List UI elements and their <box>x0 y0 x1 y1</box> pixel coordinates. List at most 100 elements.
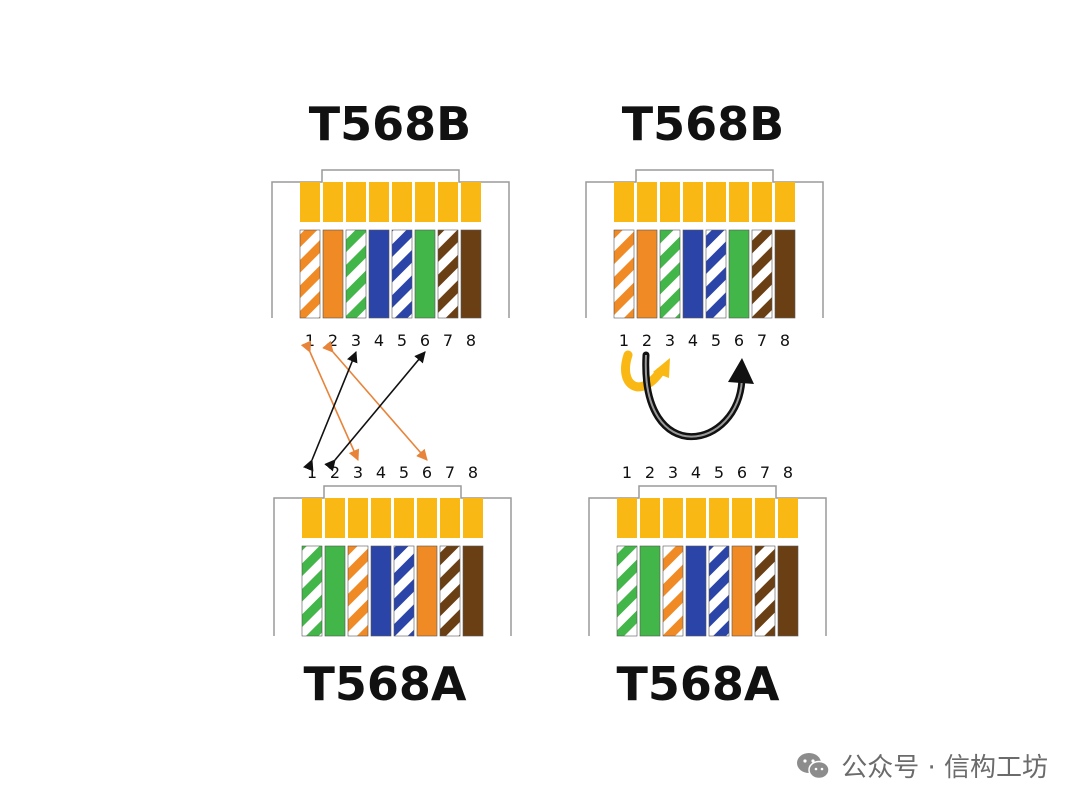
wire-brown <box>777 545 799 637</box>
pin-number: 3 <box>353 463 363 482</box>
wire-white-blue <box>705 229 727 319</box>
wire-blue <box>685 545 707 637</box>
gold-contact <box>729 182 749 222</box>
wire-green <box>728 229 750 319</box>
gold-contact <box>302 498 322 538</box>
gold-contact <box>348 498 368 538</box>
connector-outline <box>588 485 827 636</box>
wire-white-green <box>345 229 367 319</box>
connector-outline <box>271 169 510 318</box>
gold-contact <box>706 182 726 222</box>
wire-white-orange <box>299 229 321 319</box>
crossover-links <box>300 340 428 472</box>
wire-green <box>324 545 346 637</box>
gold-contact <box>417 498 437 538</box>
pin-number: 5 <box>711 331 721 350</box>
connector-outline <box>585 169 824 318</box>
gold-contact <box>732 498 752 538</box>
gold-contact <box>323 182 343 222</box>
gold-contact <box>300 182 320 222</box>
pin-number: 8 <box>783 463 793 482</box>
swap-arrow-yellow-head <box>653 358 670 378</box>
wire-blue <box>682 229 704 319</box>
pin-number: 7 <box>760 463 770 482</box>
wechat-icon <box>797 752 830 779</box>
pin-number: 2 <box>642 331 652 350</box>
wire-orange <box>416 545 438 637</box>
gold-contact <box>709 498 729 538</box>
pin-number: 4 <box>374 331 384 350</box>
pin-number: 6 <box>422 463 432 482</box>
wire-orange <box>322 229 344 319</box>
pin-number: 1 <box>622 463 632 482</box>
pin-number: 5 <box>714 463 724 482</box>
pin-number: 4 <box>688 331 698 350</box>
pin-number: 6 <box>734 331 744 350</box>
gold-contact <box>686 498 706 538</box>
wire-white-orange <box>662 545 684 637</box>
pin-number: 1 <box>619 331 629 350</box>
wire-white-blue <box>708 545 730 637</box>
gold-contact <box>660 182 680 222</box>
pin-number: 4 <box>691 463 701 482</box>
wire-brown <box>774 229 796 319</box>
wire-white-green <box>616 545 638 637</box>
gold-contact <box>637 182 657 222</box>
pin-number: 1 <box>307 463 317 482</box>
wire-blue <box>370 545 392 637</box>
pin-number: 2 <box>328 331 338 350</box>
title-bottom-left: T568A <box>304 657 467 711</box>
gold-contact <box>369 182 389 222</box>
gold-contact <box>371 498 391 538</box>
gold-contact <box>778 498 798 538</box>
connector-outline <box>273 485 512 636</box>
wire-white-orange <box>347 545 369 637</box>
wire-white-brown <box>439 545 461 637</box>
pin-number: 2 <box>330 463 340 482</box>
wire-white-orange <box>613 229 635 319</box>
wire-white-blue <box>393 545 415 637</box>
wire-white-brown <box>754 545 776 637</box>
pin-number: 5 <box>399 463 409 482</box>
gold-contact <box>325 498 345 538</box>
gold-contact <box>775 182 795 222</box>
gold-contact <box>640 498 660 538</box>
pin-number: 7 <box>443 331 453 350</box>
pin-number: 3 <box>668 463 678 482</box>
gold-contact <box>755 498 775 538</box>
watermark-text: 公众号 · 信构工坊 <box>841 753 1048 783</box>
pin-number: 8 <box>468 463 478 482</box>
wire-blue <box>368 229 390 319</box>
pin-number: 8 <box>780 331 790 350</box>
wire-white-blue <box>391 229 413 319</box>
wire-white-green <box>659 229 681 319</box>
gold-contact <box>392 182 412 222</box>
pin-number: 2 <box>645 463 655 482</box>
gold-contact <box>440 498 460 538</box>
wire-orange <box>731 545 753 637</box>
pin-number: 8 <box>466 331 476 350</box>
gold-contact <box>463 498 483 538</box>
swap-arrow-black-head <box>728 358 754 384</box>
gold-contact <box>346 182 366 222</box>
wire-white-brown <box>437 229 459 319</box>
gold-contact <box>683 182 703 222</box>
gold-contact <box>614 182 634 222</box>
wire-green <box>639 545 661 637</box>
gold-contact <box>461 182 481 222</box>
gold-contact <box>415 182 435 222</box>
wire-white-brown <box>751 229 773 319</box>
swap-arrow-yellow <box>621 350 665 392</box>
pin-number: 4 <box>376 463 386 482</box>
pin-number: 3 <box>351 331 361 350</box>
gold-contact <box>394 498 414 538</box>
pin-number: 5 <box>397 331 407 350</box>
wire-white-green <box>301 545 323 637</box>
wire-green <box>414 229 436 319</box>
pin-number: 6 <box>420 331 430 350</box>
watermark: 公众号 · 信构工坊 <box>795 747 1048 784</box>
